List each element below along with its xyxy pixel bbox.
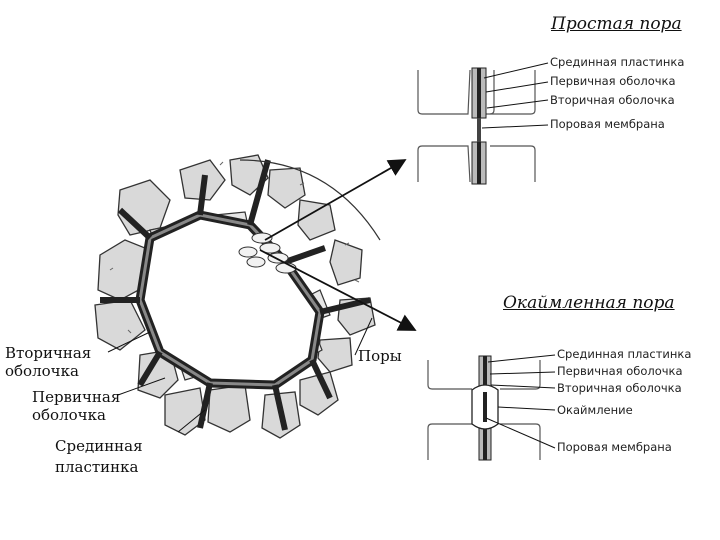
- bordered-label-pore-membrane: Поровая мембрана: [557, 440, 672, 454]
- rim-texture: [109, 161, 360, 334]
- bordered-label-middle-lamella: Срединная пластинка: [557, 347, 692, 361]
- cell-wall-outer: [135, 210, 325, 390]
- cell-label-middle-line2: пластинка: [55, 458, 139, 476]
- bordered-label-border: Окаймление: [557, 403, 633, 417]
- simple-label-middle-lamella: Срединная пластинка: [550, 55, 685, 69]
- bordered-pore-inset: [427, 354, 556, 461]
- cell-leader-lines: [107, 317, 373, 433]
- cell-cross-section: [94, 154, 381, 439]
- arrow-to-simple-pore: [264, 159, 407, 241]
- bordered-label-secondary-wall: Вторичная оболочка: [557, 381, 682, 395]
- simple-pore-inset: [417, 62, 549, 185]
- simple-label-secondary-wall: Вторичная оболочка: [550, 93, 675, 107]
- cell-label-pores: Поры: [358, 347, 402, 365]
- cell-label-primary-line2: оболочка: [32, 406, 106, 424]
- bordered-pore-title: Окаймленная пора: [503, 293, 675, 313]
- neighbor-cells: [94, 154, 376, 439]
- cell-label-secondary-line2: оболочка: [5, 362, 79, 380]
- simple-label-pore-membrane: Поровая мембрана: [550, 117, 665, 131]
- cell-label-primary-line1: Первичная: [32, 388, 121, 406]
- pore-ribbing: [238, 232, 297, 274]
- outer-arc: [239, 159, 381, 241]
- simple-pore-title: Простая пора: [551, 14, 682, 34]
- cell-label-middle-line1: Срединная: [55, 437, 143, 455]
- bordered-label-primary-wall: Первичная оболочка: [557, 364, 683, 378]
- simple-label-primary-wall: Первичная оболочка: [550, 74, 676, 88]
- cell-label-secondary-line1: Вторичная: [5, 344, 92, 362]
- arrow-to-bordered-pore: [259, 249, 417, 331]
- radial-walls: [100, 159, 371, 431]
